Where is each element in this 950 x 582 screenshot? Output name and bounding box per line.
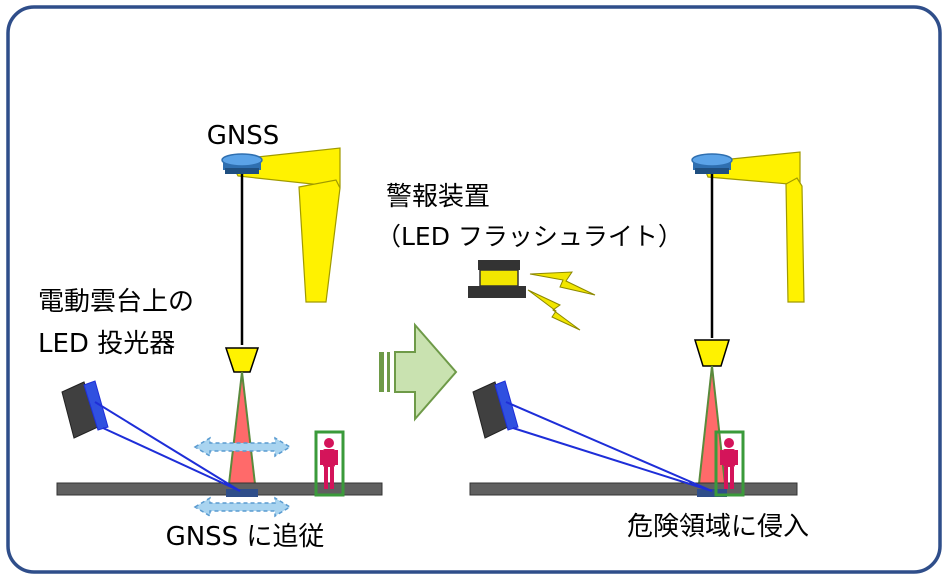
alarm-device: [468, 260, 596, 331]
transition-arrow-icon: [379, 322, 458, 422]
detection-box-right: [714, 430, 745, 497]
ground-bar: [56, 482, 383, 496]
flash-icon-lower: [527, 289, 581, 331]
motion-arrow-lower: [193, 496, 292, 518]
tracking-label: GNSS に追従: [166, 522, 325, 552]
alarm-title: 警報装置: [386, 182, 490, 212]
projector-label-line2: LED 投光器: [38, 329, 175, 359]
worker-icon: [320, 438, 338, 489]
alarm-subtitle: （LED フラッシュライト）: [376, 222, 683, 251]
gnss-beam: [229, 372, 255, 484]
gnss-label: GNSS: [207, 121, 280, 151]
worker-icon-right: [720, 438, 738, 489]
motion-arrow-upper: [193, 436, 292, 458]
target-marker-right: [697, 489, 727, 497]
flash-icon-upper: [529, 271, 596, 296]
target-marker: [226, 489, 258, 497]
scene-before: GNSS 電動雲台上の LED 投光器 GNSS に追従: [38, 121, 383, 552]
scene-after: 危険領域に侵入: [469, 151, 809, 542]
led-projector-right: [472, 380, 519, 439]
detection-box-left: [314, 430, 345, 497]
led-projector-left: [61, 380, 109, 439]
ground-bar-right: [469, 482, 798, 496]
gnss-antenna-icon: [221, 153, 263, 174]
intrusion-label: 危険領域に侵入: [627, 512, 809, 542]
projector-label-line1: 電動雲台上の: [38, 287, 194, 317]
gnss-beam-right: [699, 366, 725, 484]
hook-block-right: [693, 339, 731, 367]
gnss-antenna-icon-right: [691, 153, 733, 174]
hook-block: [224, 347, 260, 373]
crane-left: [229, 147, 341, 303]
